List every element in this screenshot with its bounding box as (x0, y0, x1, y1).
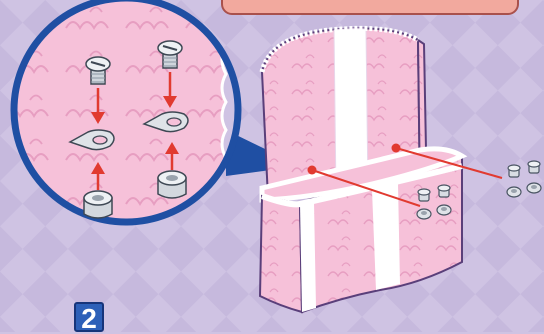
standoff-nut-icon (84, 191, 112, 218)
standoff-nut-icon (158, 171, 186, 198)
cabinet-front-stripe-1 (300, 202, 316, 312)
cabinet-front-stripe-2 (372, 184, 400, 290)
step-number-badge: 2 (74, 302, 104, 332)
cabinet-front-left (260, 196, 302, 312)
top-panel (222, 0, 518, 14)
